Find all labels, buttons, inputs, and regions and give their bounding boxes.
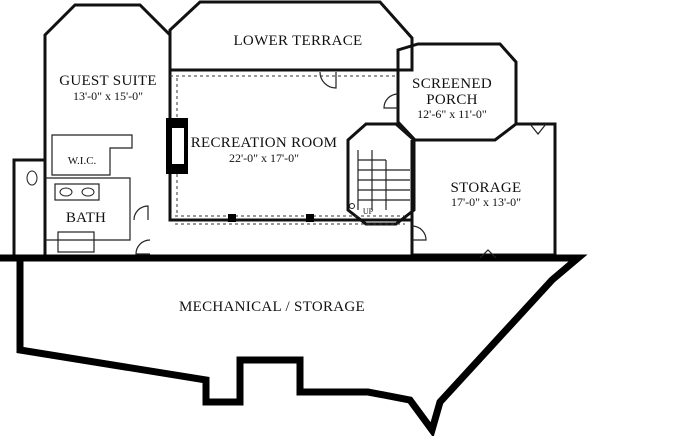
wic-wall bbox=[51, 134, 133, 176]
stairs bbox=[349, 150, 410, 210]
stair-up-label: UP bbox=[363, 207, 374, 216]
bath-block-wall bbox=[12, 158, 45, 255]
stair-core-wall bbox=[346, 122, 416, 226]
screened-porch-label-line2: PORCH bbox=[426, 92, 478, 108]
screened-porch-label-line1: SCREENED bbox=[412, 76, 492, 92]
recreation-room-dims: 22'-0" x 17'-0" bbox=[229, 151, 299, 165]
toilet-icon bbox=[26, 170, 38, 186]
storage-side-door bbox=[411, 225, 427, 241]
lower-terrace-wall bbox=[168, 0, 414, 72]
screened-porch-dims: 12'-6" x 11'-0" bbox=[417, 107, 487, 121]
storage-dims: 17'-0" x 13'-0" bbox=[451, 195, 521, 209]
bath-wall bbox=[45, 177, 131, 241]
room-labels: LOWER TERRACE GUEST SUITE 13'-0" x 15'-0… bbox=[59, 33, 521, 315]
screened-porch-wall bbox=[396, 42, 518, 142]
fireplace-opening bbox=[172, 128, 184, 164]
storage-window bbox=[529, 123, 547, 135]
sink-icon bbox=[59, 187, 73, 197]
bath-label: BATH bbox=[66, 210, 106, 226]
hall-door bbox=[135, 239, 151, 255]
bath-fixtures bbox=[26, 170, 100, 253]
recreation-room-label: RECREATION ROOM bbox=[191, 135, 338, 151]
guest-suite-dims: 13'-0" x 15'-0" bbox=[73, 89, 143, 103]
lower-terrace-label: LOWER TERRACE bbox=[233, 33, 362, 49]
column bbox=[228, 214, 236, 222]
storage-label: STORAGE bbox=[451, 180, 522, 196]
doors bbox=[133, 71, 547, 259]
guest-suite-label: GUEST SUITE bbox=[59, 73, 157, 89]
stair-start-marker bbox=[349, 203, 355, 209]
tub bbox=[57, 231, 95, 253]
porch-door bbox=[383, 93, 399, 109]
terrace-door bbox=[319, 71, 337, 89]
column bbox=[306, 214, 314, 222]
mechanical-storage-wall bbox=[0, 254, 588, 436]
mechanical-storage-label: MECHANICAL / STORAGE bbox=[179, 299, 365, 315]
guest-suite-wall bbox=[43, 3, 172, 255]
vanity bbox=[54, 183, 100, 201]
wic-label: W.I.C. bbox=[68, 155, 97, 167]
storage-door bbox=[479, 249, 497, 259]
sink-icon bbox=[81, 187, 95, 197]
guest-suite-door bbox=[133, 205, 149, 221]
